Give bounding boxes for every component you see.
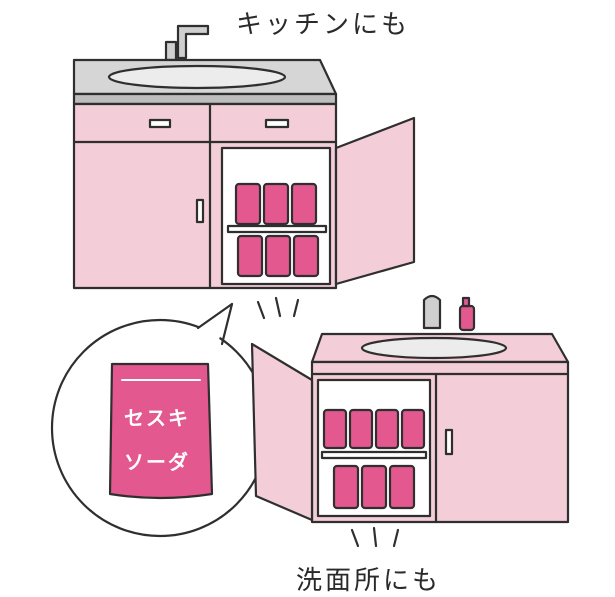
package-label-line2: ソーダ — [124, 450, 190, 474]
sesquicarbonate-soda-package — [108, 362, 214, 500]
washbasin-basin — [360, 336, 508, 360]
kitchen-cabinet — [72, 24, 416, 320]
package-label-line1: セスキ — [124, 406, 190, 430]
washbasin-product-row-lower — [332, 464, 416, 510]
kitchen-product-row-lower — [236, 234, 320, 278]
kitchen-cabinet-open-door — [334, 116, 416, 286]
washbasin-faucet-icon — [422, 294, 442, 330]
soap-bottle-icon — [458, 304, 476, 332]
caption-kitchen: キッチンにも — [236, 10, 411, 40]
kitchen-sink-basin — [107, 64, 287, 90]
washbasin-product-row-upper — [322, 408, 426, 450]
washbasin-cabinet — [250, 294, 570, 548]
kitchen-faucet-icon — [176, 24, 210, 60]
kitchen-product-row-upper — [234, 182, 318, 226]
washbasin-cabinet-open-door — [250, 342, 314, 522]
caption-washroom: 洗面所にも — [296, 566, 442, 596]
